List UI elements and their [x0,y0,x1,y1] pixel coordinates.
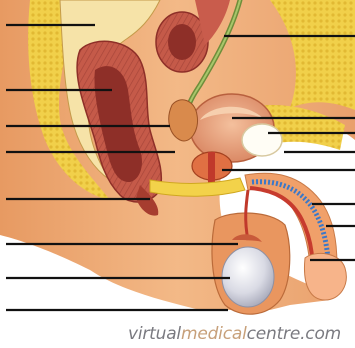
watermark-accent: medical [181,324,247,344]
watermark-prefix: virtual [128,324,181,344]
watermark-logo: virtualmedicalcentre.com [128,324,341,344]
seminal-vesicle [169,100,198,141]
sigmoid-lumen [168,24,196,60]
watermark-suffix: centre.com [247,324,341,344]
pubic-bone [242,124,282,156]
